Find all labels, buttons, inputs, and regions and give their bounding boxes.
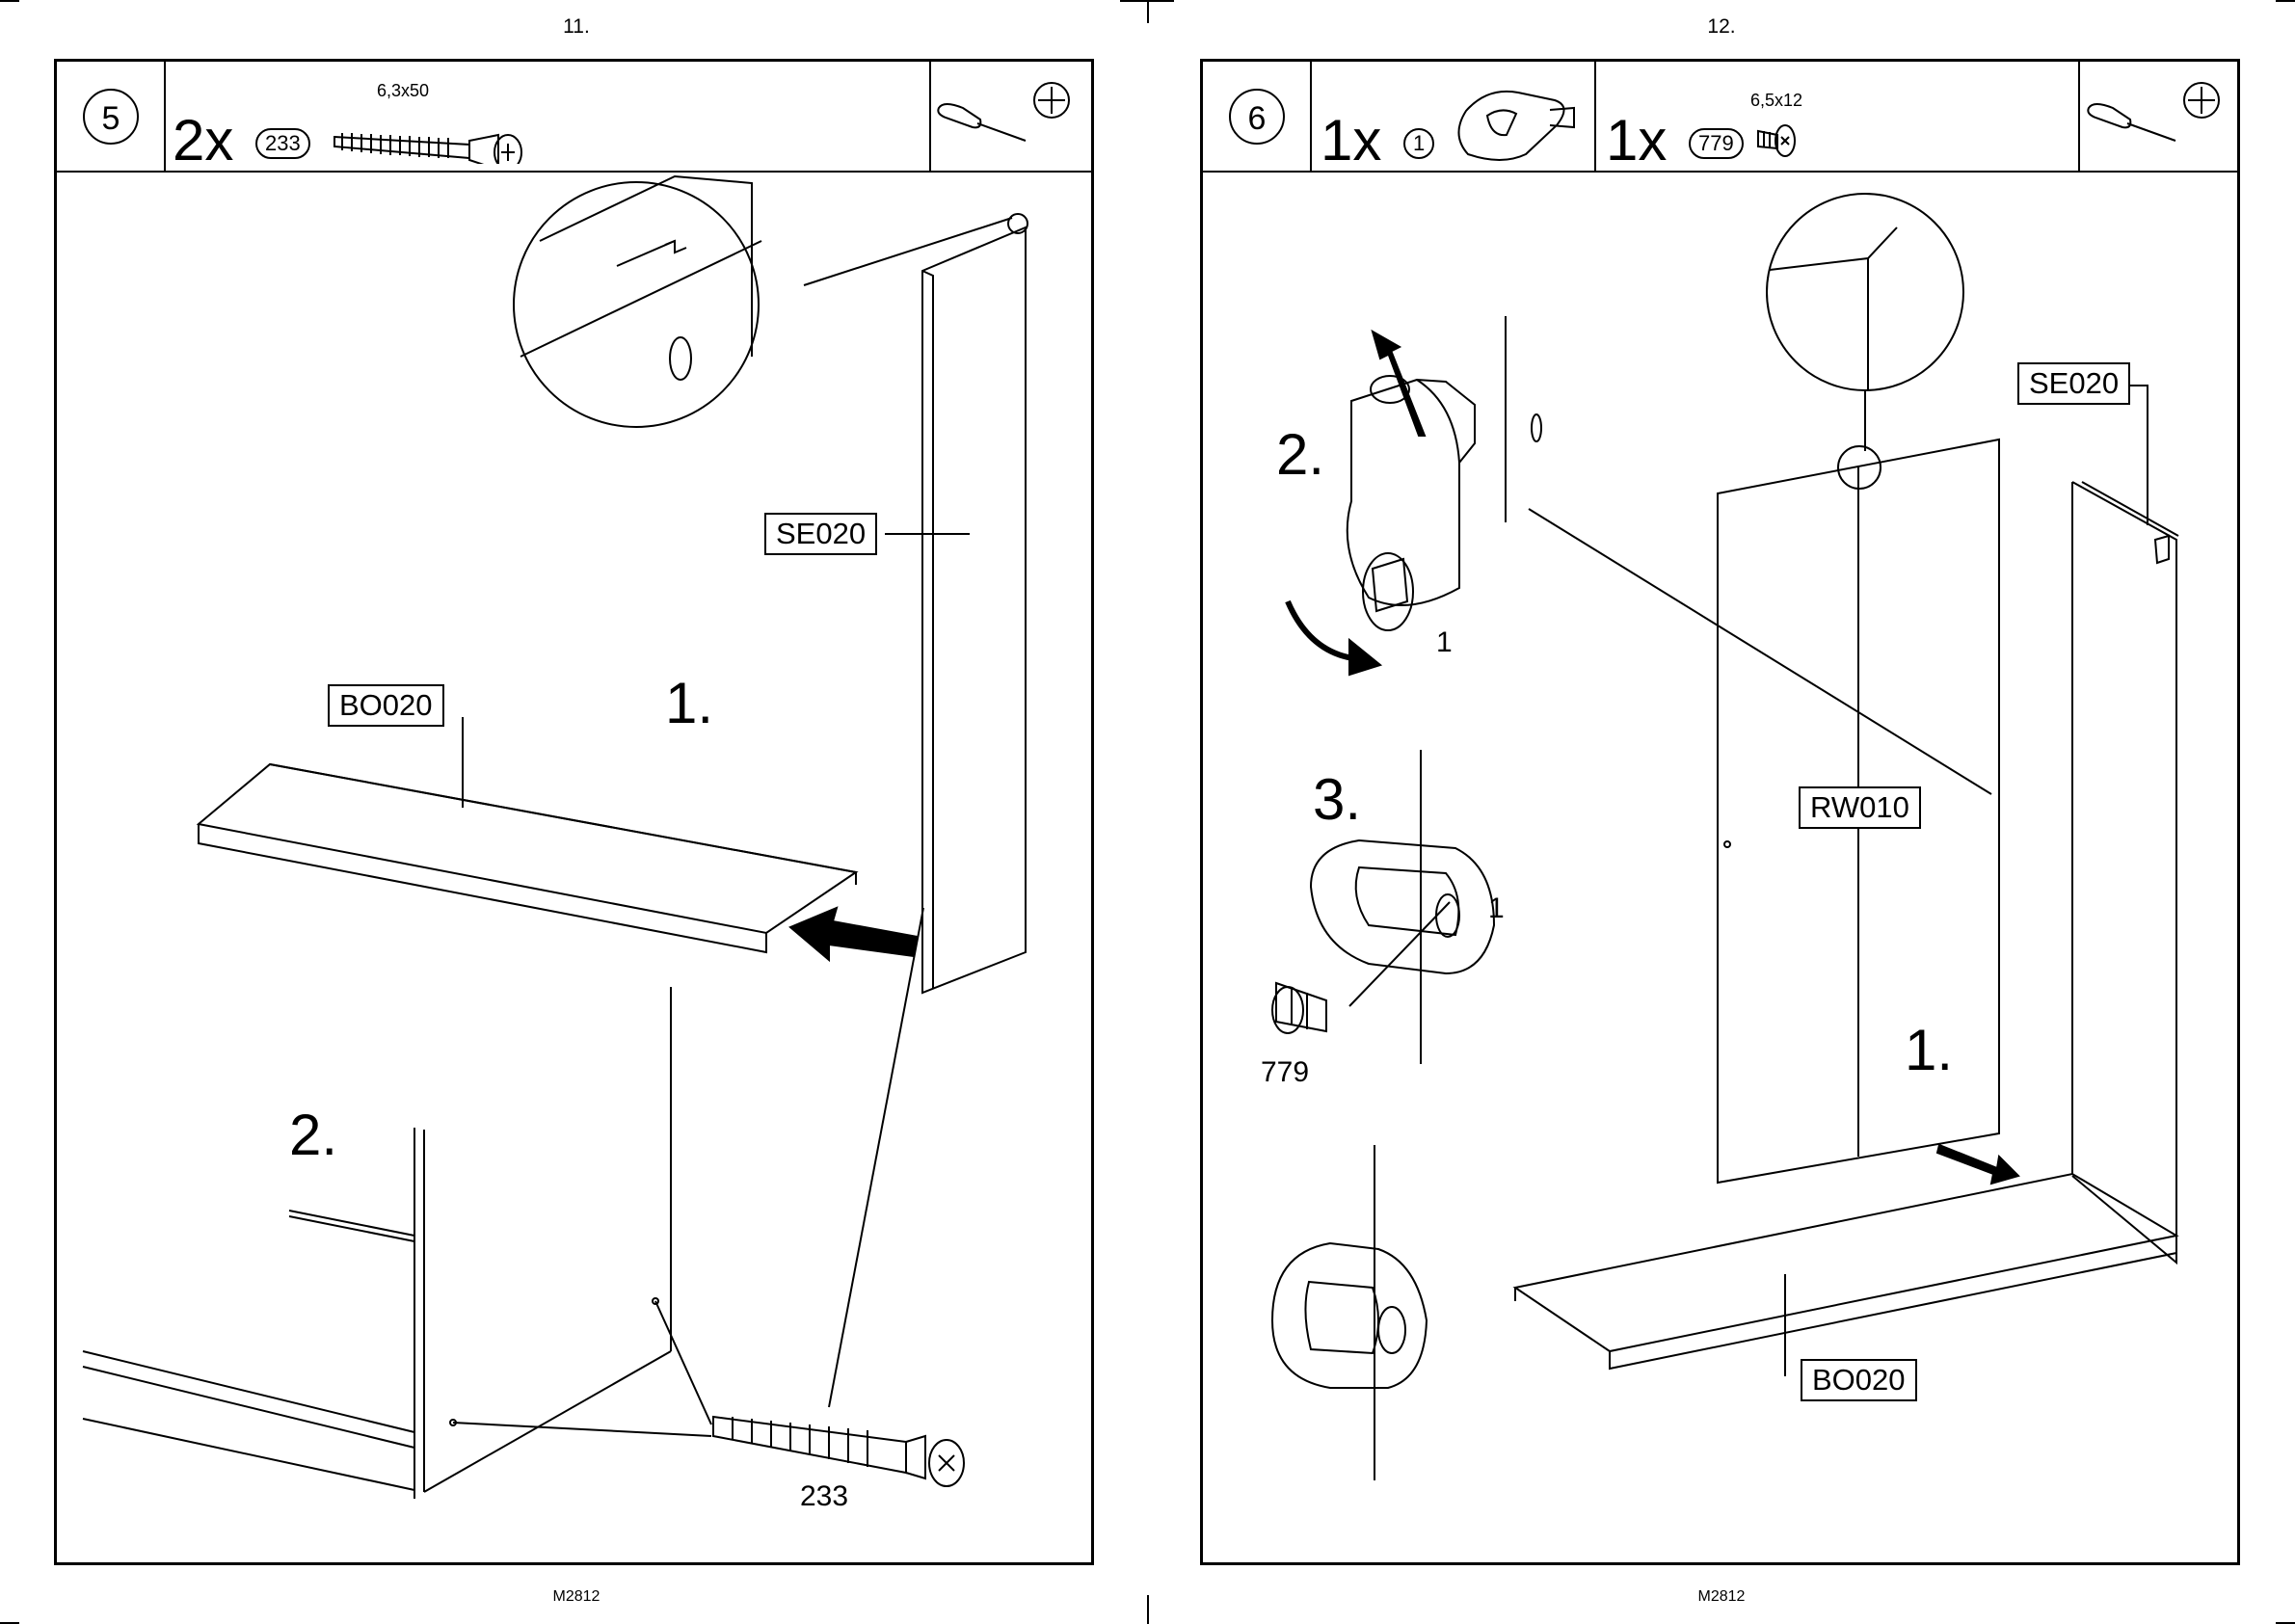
connector-label-1: 1 bbox=[1436, 628, 1453, 657]
substep-1: 1. bbox=[1905, 1022, 1953, 1079]
substep-2: 2. bbox=[1276, 426, 1324, 484]
label-bo020: BO020 bbox=[1801, 1359, 1917, 1401]
label-se020: SE020 bbox=[2017, 362, 2130, 405]
connector-label-1b: 1 bbox=[1488, 894, 1505, 923]
label-rw010: RW010 bbox=[1799, 786, 1921, 829]
substep-3: 3. bbox=[1313, 771, 1361, 829]
screw-label-779: 779 bbox=[1261, 1058, 1309, 1087]
